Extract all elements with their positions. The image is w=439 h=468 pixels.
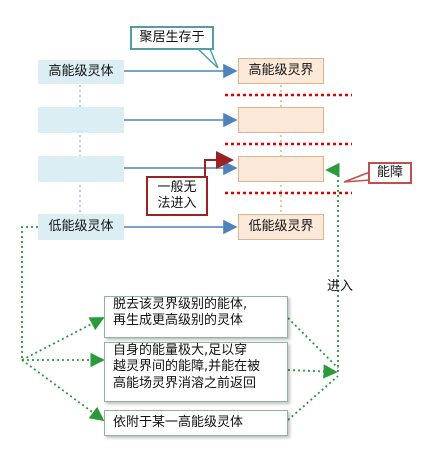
- cannot-enter-line2: 法进入: [157, 196, 197, 211]
- high-realm-box: 高能级灵界: [238, 58, 324, 84]
- low-body-box: 低能级灵体: [38, 214, 124, 240]
- green-enter-arrow: [325, 162, 340, 372]
- high-body-box: 高能级灵体: [38, 60, 124, 84]
- cannot-enter-line1: 一般无: [157, 179, 197, 195]
- option-1-line1: 脱去该灵界级别的能体,: [113, 297, 248, 312]
- option-2-line1: 自身的能量极大,足以穿: [113, 343, 248, 358]
- option-attach: 依附于某一高能级灵体: [104, 410, 288, 436]
- mid-body-box-2: [38, 156, 124, 182]
- gathering-callout: 聚居生存于: [130, 26, 214, 50]
- mid-body-box-1: [38, 107, 124, 133]
- green-path-main: [21, 226, 48, 360]
- green-path-opt1: [21, 317, 105, 361]
- green-path-opt3: [21, 359, 105, 422]
- option-3-line1: 依附于某一高能级灵体: [113, 414, 244, 430]
- option-shed-body: 脱去该灵界级别的能体, 再生成更高级别的灵体: [104, 296, 288, 338]
- enter-label: 进入: [326, 278, 353, 294]
- option-2-line2: 越灵界间的能障,并能在被: [113, 359, 261, 375]
- option-2-line3: 高能场灵界消溶之前返回: [113, 375, 257, 391]
- cannot-enter-callout: 一般无 法进入: [146, 176, 208, 216]
- green-converge-2: [287, 364, 338, 379]
- barrier-callout: 能障: [368, 162, 412, 184]
- option-1-line2: 再生成更高级别的灵体: [113, 313, 244, 329]
- gathering-pointer: [197, 48, 219, 69]
- mid-realm-box-1: [238, 107, 324, 133]
- barrier-pointer: [343, 171, 371, 183]
- low-realm-box: 低能级灵界: [238, 214, 324, 240]
- option-high-energy: 自身的能量极大,足以穿 越灵界间的能障,并能在被 高能场灵界消溶之前返回: [104, 342, 288, 402]
- green-converge-3: [287, 375, 339, 421]
- green-converge-1: [287, 317, 339, 369]
- mid-realm-box-2: [238, 156, 324, 182]
